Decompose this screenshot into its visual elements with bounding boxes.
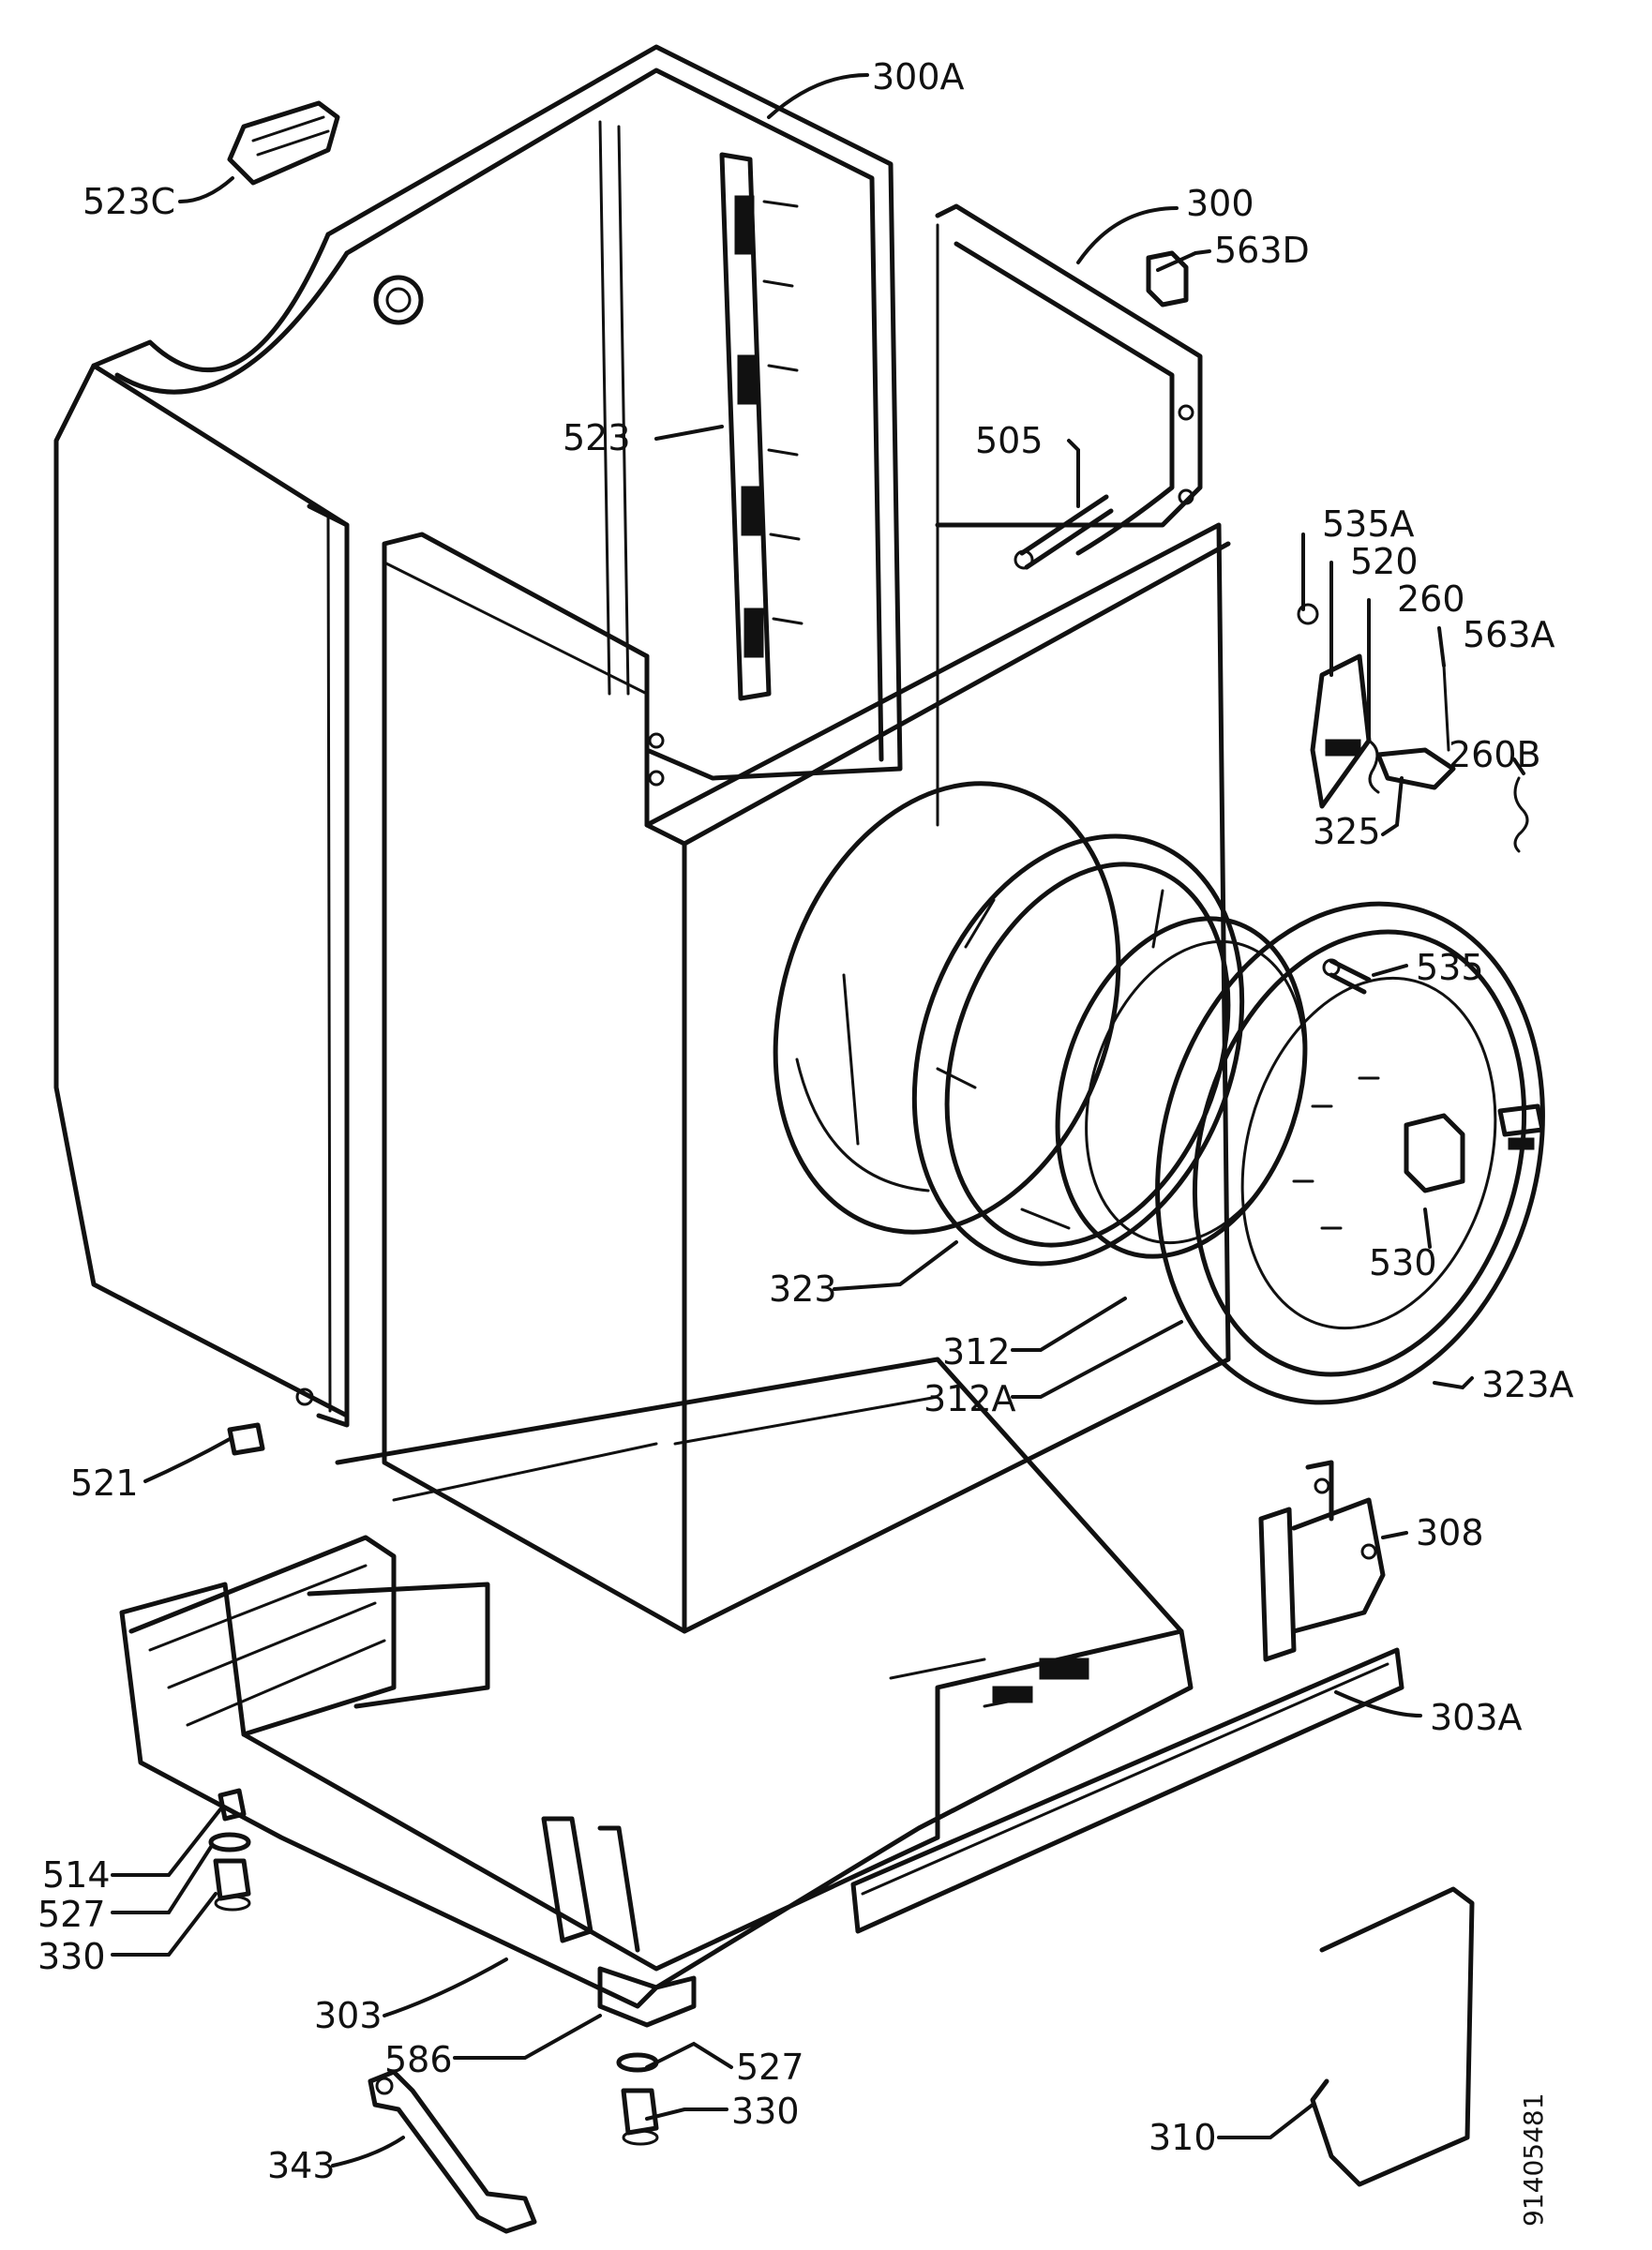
callout-535: 535: [1416, 947, 1484, 988]
clip-part: [227, 100, 340, 186]
callout-labels: 300A 523C 300 563D 523 505 535A 520 260 …: [38, 56, 1574, 2186]
document-number: 91405481: [1518, 2092, 1549, 2227]
callout-323A: 323A: [1481, 1364, 1574, 1405]
flap-part: [1310, 1886, 1475, 2187]
base-frame: [119, 1357, 1194, 2028]
callout-535A: 535A: [1322, 503, 1415, 545]
callout-586: 586: [384, 2039, 453, 2080]
screw-part: [227, 1422, 265, 1456]
callout-303: 303: [314, 1995, 383, 2036]
callout-563A: 563A: [1463, 614, 1555, 655]
control-bracket: [719, 152, 803, 701]
switch-part: [1146, 250, 1189, 308]
callout-520: 520: [1350, 541, 1419, 582]
callout-303A: 303A: [1430, 1697, 1523, 1738]
callout-260: 260: [1397, 578, 1465, 620]
kick-panel: [850, 1647, 1404, 1934]
pin-part: [1322, 958, 1372, 995]
door-assembly: [1155, 901, 1545, 1405]
callout-312A: 312A: [924, 1378, 1016, 1419]
hinge-part: [1258, 1460, 1386, 1662]
callout-563D: 563D: [1214, 230, 1310, 271]
callout-300: 300: [1186, 183, 1254, 224]
callout-310: 310: [1149, 2117, 1217, 2158]
wrench-part: [368, 2069, 537, 2234]
door-lock-group: [1297, 603, 1529, 853]
callout-530: 530: [1369, 1242, 1437, 1283]
callout-514: 514: [42, 1854, 111, 1896]
cabinet-frame: [53, 44, 1231, 1634]
callout-521: 521: [70, 1462, 139, 1504]
foot-left: [208, 1788, 251, 1912]
callout-527-lower: 527: [736, 2047, 804, 2088]
callout-330-lower: 330: [731, 2091, 800, 2132]
callout-343: 343: [267, 2145, 336, 2186]
callout-300A: 300A: [872, 56, 965, 98]
callout-323: 323: [769, 1268, 837, 1310]
callout-325: 325: [1313, 811, 1381, 852]
callout-505: 505: [975, 420, 1044, 461]
callout-330: 330: [38, 1936, 106, 1977]
callout-523: 523: [563, 417, 631, 458]
callout-312: 312: [942, 1331, 1011, 1372]
tube-part: [1014, 494, 1114, 570]
leader-lines: [111, 73, 1525, 2168]
foot-right: [616, 2052, 659, 2146]
door-gasket: [1055, 916, 1308, 1259]
callout-308: 308: [1416, 1512, 1484, 1553]
callout-527: 527: [38, 1894, 106, 1935]
callout-523C: 523C: [83, 181, 175, 222]
callout-260B: 260B: [1449, 734, 1541, 775]
